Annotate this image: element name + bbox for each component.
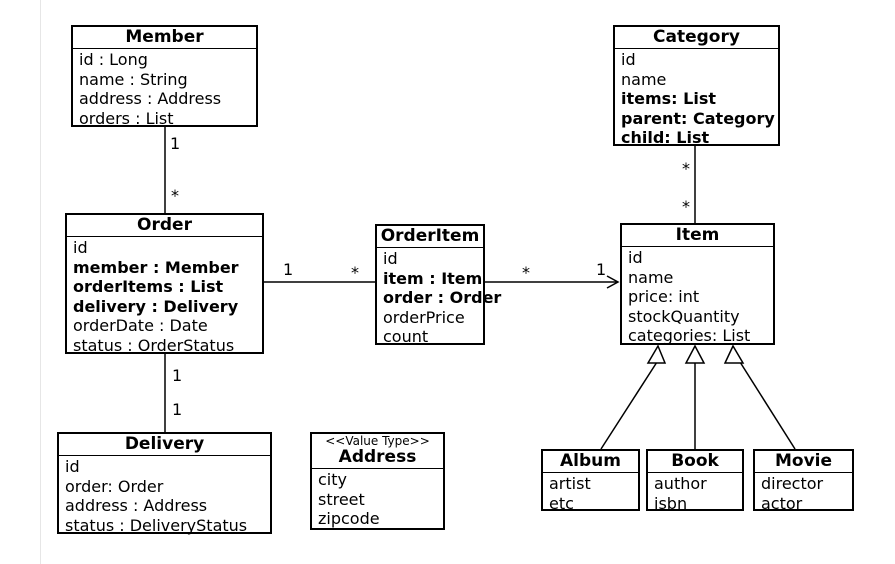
item-class-name: Item <box>622 225 773 247</box>
member-attributes: id : Long name : String address : Addres… <box>73 49 256 128</box>
order-attr: status : OrderStatus <box>73 335 235 355</box>
book-class: Book author isbn <box>646 449 744 513</box>
album-attr: artist <box>549 474 591 493</box>
book-attr: isbn <box>654 493 688 513</box>
order-attr: orderDate : Date <box>73 316 208 335</box>
address-attr: zipcode <box>318 509 380 528</box>
address-class-header: <<Value Type>> Address <box>312 434 443 469</box>
book-inheritance-triangle <box>684 344 706 364</box>
item-attr: stockQuantity <box>628 306 740 326</box>
multiplicity-label: 1 <box>170 134 181 153</box>
movie-attributes: director actor <box>755 473 852 513</box>
album-class: Album artist etc <box>541 449 640 513</box>
address-stereotype: <<Value Type>> <box>325 434 430 448</box>
orderitem-attr: order : Order <box>383 288 502 307</box>
address-attributes: city street zipcode <box>312 469 443 529</box>
orderitem-class-name: OrderItem <box>377 226 483 248</box>
member-attr: id : Long <box>79 50 148 69</box>
item-attributes: id name price: int stockQuantity categor… <box>622 247 773 346</box>
delivery-attr: status : DeliveryStatus <box>65 515 248 535</box>
member-attr: name : String <box>79 69 188 89</box>
member-attr: address : Address <box>79 89 222 108</box>
album-attributes: artist etc <box>543 473 638 513</box>
movie-class: Movie director actor <box>753 449 854 513</box>
address-class: <<Value Type>> Address city street zipco… <box>310 432 445 530</box>
member-class-name: Member <box>73 27 256 49</box>
movie-class-name: Movie <box>755 451 852 473</box>
member-class: Member id : Long name : String address :… <box>71 25 258 128</box>
album-inheritance-triangle <box>646 344 667 364</box>
delivery-attr: id <box>65 457 80 476</box>
address-attr: street <box>318 489 365 509</box>
item-attr: price: int <box>628 287 700 306</box>
movie-attr: actor <box>761 493 803 513</box>
movie-attr: director <box>761 474 824 493</box>
delivery-class: Delivery id order: Order address : Addre… <box>57 432 272 535</box>
delivery-attr: address : Address <box>65 496 208 515</box>
orderitem-attr: orderPrice <box>383 307 465 327</box>
orderitem-attr: id <box>383 249 398 268</box>
orderitem-attributes: id item : Item order : Order orderPrice … <box>377 248 502 347</box>
item-attr: name <box>628 267 674 287</box>
address-attr: city <box>318 470 347 489</box>
album-attr: etc <box>549 493 574 513</box>
book-attr: author <box>654 474 707 493</box>
book-attributes: author isbn <box>648 473 742 513</box>
multiplicity-label: 1 <box>283 260 294 279</box>
order-attr: id <box>73 238 88 257</box>
category-attr: id <box>621 50 636 69</box>
multiplicity-label: * <box>682 197 690 216</box>
delivery-attr: order: Order <box>65 476 164 496</box>
category-class-name: Category <box>615 27 778 49</box>
order-attr: delivery : Delivery <box>73 296 239 316</box>
order-class-name: Order <box>67 215 262 237</box>
delivery-attributes: id order: Order address : Address status… <box>59 456 270 535</box>
order-attributes: id member : Member orderItems : List del… <box>67 237 262 355</box>
book-class-name: Book <box>648 451 742 473</box>
delivery-class-name: Delivery <box>59 434 270 456</box>
address-class-name: Address <box>338 447 417 467</box>
category-class: Category id name items: List parent: Cat… <box>613 25 780 148</box>
multiplicity-label: * <box>682 159 690 178</box>
multiplicity-label: 1 <box>172 366 183 385</box>
album-class-name: Album <box>543 451 638 473</box>
category-attr: child: List <box>621 128 710 147</box>
multiplicity-label: * <box>351 263 359 282</box>
multiplicity-label: 1 <box>172 400 183 419</box>
item-attr: id <box>628 248 643 267</box>
category-attr: name <box>621 69 667 89</box>
orderitem-attr: item : Item <box>383 268 483 288</box>
orderitem-class: OrderItem id item : Item order : Order o… <box>375 224 502 347</box>
movie-inheritance-triangle <box>723 344 745 364</box>
order-attr: member : Member <box>73 257 239 277</box>
multiplicity-label: * <box>522 263 530 282</box>
orderitem-item-arrowhead <box>606 275 620 289</box>
order-attr: orderItems : List <box>73 277 224 296</box>
orderitem-attr: count <box>383 327 429 346</box>
movie-item-generalization <box>739 361 796 450</box>
item-class: Item id name price: int stockQuantity ca… <box>620 223 775 345</box>
multiplicity-label: 1 <box>596 260 607 279</box>
page-margin-rule <box>40 0 41 564</box>
album-item-generalization <box>600 361 658 450</box>
category-attributes: id name items: List parent: Category chi… <box>615 49 778 148</box>
category-attr: items: List <box>621 89 716 108</box>
category-attr: parent: Category <box>621 108 775 128</box>
member-attr: orders : List <box>79 108 174 128</box>
order-class: Order id member : Member orderItems : Li… <box>65 213 264 355</box>
multiplicity-label: * <box>171 186 179 205</box>
item-attr: categories: List <box>628 326 751 345</box>
